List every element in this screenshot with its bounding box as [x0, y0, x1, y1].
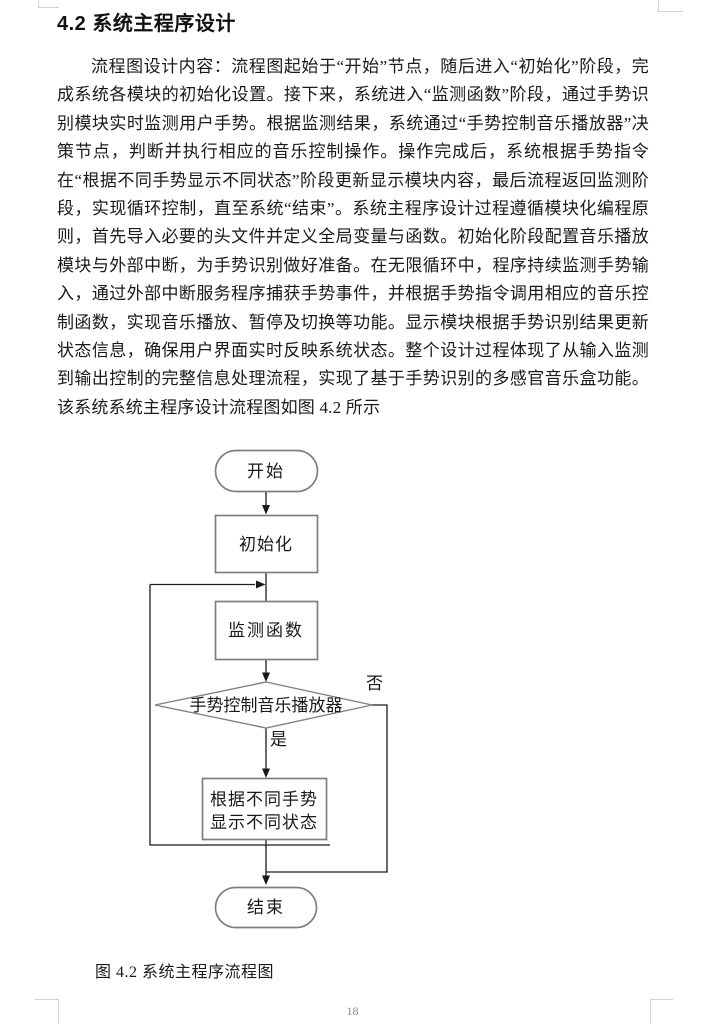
decision-node-shape	[154, 681, 373, 729]
corner-mark-bottom-left	[35, 999, 59, 1024]
corner-mark-top-right	[658, 0, 683, 12]
start-node-shape	[214, 449, 319, 493]
decision-node-label: 手势控制音乐播放器	[190, 696, 343, 715]
section-heading: 4.2 系统主程序设计	[57, 13, 236, 35]
flowchart-connectors	[149, 491, 388, 876]
arrowhead-into-decision	[262, 672, 270, 682]
arrowhead-into-display	[262, 768, 270, 778]
display-node-shape	[201, 777, 328, 841]
monitor-node-label: 监测函数	[228, 621, 304, 640]
edge-loopback-path	[149, 584, 330, 846]
init-node-label: 初始化	[239, 535, 293, 554]
end-node-shape	[214, 886, 318, 929]
page-number: 18	[346, 1004, 359, 1018]
yes-branch-label: 是	[270, 730, 287, 749]
arrowhead-into-end	[262, 875, 270, 885]
flowchart: 开始 初始化 监测函数 手势控制音乐播放器 根据不同手势 显示不同状态 结束 否…	[149, 449, 388, 929]
start-node-label: 开始	[247, 462, 285, 481]
corner-mark-bottom-right	[650, 999, 673, 1024]
end-node-label: 结束	[247, 898, 285, 917]
edge-no-branch	[266, 704, 388, 873]
display-node-label-line2: 显示不同状态	[210, 813, 318, 832]
flowchart-shapes	[154, 449, 373, 929]
monitor-node-shape	[214, 600, 319, 661]
init-node-shape	[214, 514, 319, 574]
corner-mark-top-left	[38, 0, 59, 8]
no-branch-label: 否	[366, 674, 383, 693]
arrowhead-into-init	[262, 505, 270, 515]
figure-caption: 图 4.2 系统主程序流程图	[95, 964, 275, 981]
body-paragraph: 流程图设计内容：流程图起始于“开始”节点，随后进入“初始化”阶段，完成系统各模块…	[57, 57, 649, 417]
flowchart-arrowheads	[256, 505, 270, 885]
display-node-label-line1: 根据不同手势	[210, 790, 318, 809]
arrowhead-loopback	[256, 580, 266, 589]
